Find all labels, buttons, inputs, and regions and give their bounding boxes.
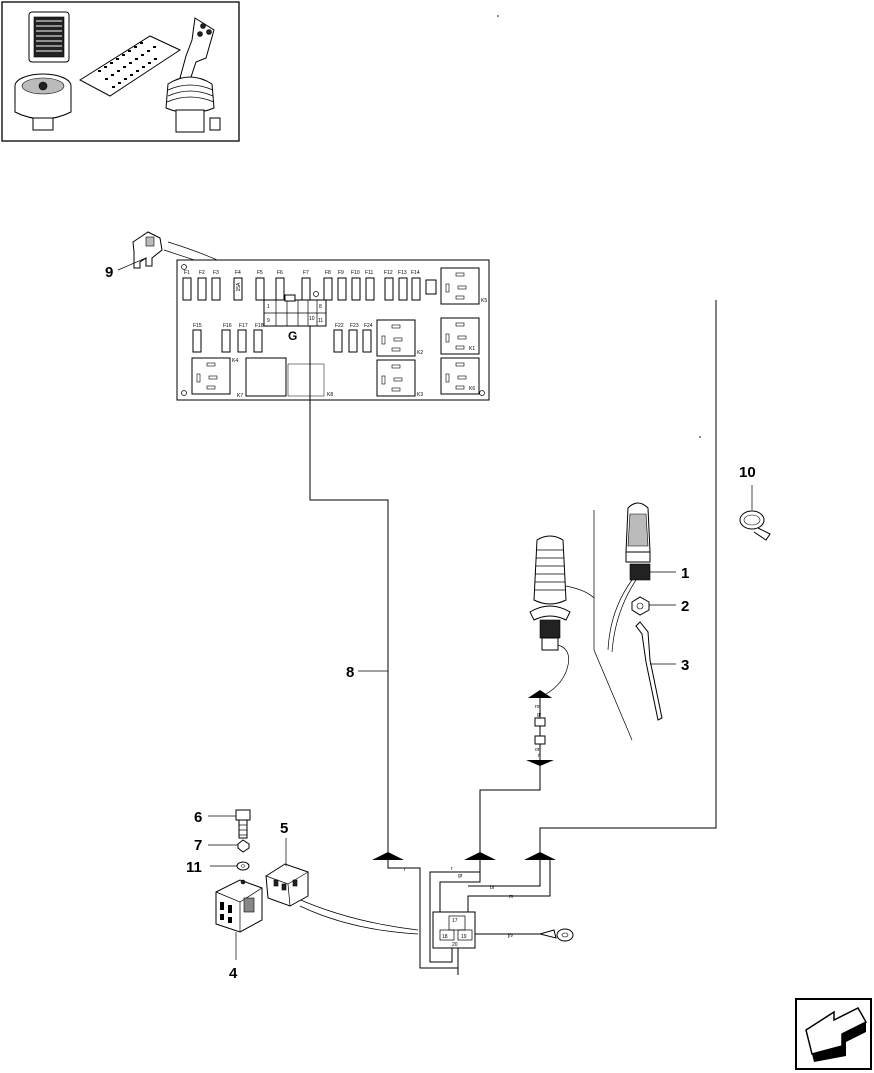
fuse-label-f24: F24 [364, 323, 373, 329]
relay-part [265, 838, 309, 907]
fuse-label-f17: F17 [239, 323, 248, 329]
relay-label-k1: K1 [469, 346, 475, 352]
middle-fuse-row [192, 329, 372, 353]
thumbnail-joystick-icon [165, 17, 221, 133]
fuse-label-f16: F16 [223, 323, 232, 329]
relay-label-k7: K7 [237, 393, 243, 399]
callout-1: 1 [681, 565, 689, 582]
connector-triangle [372, 852, 404, 860]
fuse-rating: 15A [236, 282, 242, 292]
fuse-label-f6: F6 [277, 270, 283, 276]
wire-label-gr1: gr [458, 873, 463, 879]
connector-triangle [464, 852, 496, 860]
callout-10: 10 [739, 464, 756, 481]
connector-triangle [524, 852, 556, 860]
wire-label-r2: r [451, 866, 453, 872]
connector-pin-10: 10 [309, 316, 315, 322]
lever-rod-part [635, 621, 676, 721]
connector-pin-11: 11 [318, 318, 323, 324]
fuse-label-f14: F14 [411, 270, 420, 276]
next-page-arrow-icon[interactable] [795, 998, 872, 1070]
relay-label-k4: K4 [232, 358, 238, 364]
wire-label-or: or [535, 747, 540, 753]
fuse-label-f9: F9 [338, 270, 344, 276]
washer-part [210, 861, 250, 871]
clamp-part [739, 485, 771, 541]
callout-4: 4 [229, 965, 238, 982]
thumbnail-board-icon [79, 35, 182, 97]
wire-label-m: m [509, 894, 513, 900]
joystick-handle-part [607, 502, 676, 653]
callout-5: 5 [280, 820, 288, 837]
callout-7: 7 [194, 837, 202, 854]
fuse-label-f5: F5 [257, 270, 263, 276]
relay-label-k2: K2 [417, 350, 423, 356]
thumbnail-module-icon [28, 11, 70, 63]
fuse-label-f12: F12 [384, 270, 393, 276]
fuse-label-f23: F23 [350, 323, 359, 329]
relay-socket-part [215, 879, 263, 960]
ring-terminal [538, 928, 574, 942]
callout-9: 9 [105, 264, 113, 281]
relay-k7 [245, 357, 287, 397]
wire-label-r3: r [538, 753, 540, 759]
relay-k8 [287, 363, 325, 397]
fuse-label-f8: F8 [325, 270, 331, 276]
connector-pin-9: 9 [267, 318, 270, 324]
wire-label-gr2: gr [537, 712, 542, 718]
nut-part [631, 596, 676, 616]
fuse-label-f10: F10 [351, 270, 360, 276]
junction-pin-19: 19 [461, 934, 467, 940]
nut-small-part [208, 839, 250, 853]
wire-label-r1: r [404, 867, 406, 873]
fuse-label-f7: F7 [303, 270, 309, 276]
relay-k3 [376, 359, 416, 397]
callout-11: 11 [186, 859, 202, 876]
relay-k2 [376, 319, 416, 357]
relay-k1 [440, 317, 480, 355]
callout-3: 3 [681, 657, 689, 674]
junction-pin-18: 18 [442, 934, 448, 940]
group-label-g: G [288, 329, 297, 343]
junction-pin-17: 17 [452, 918, 458, 924]
fuse-label-f11: F11 [365, 270, 373, 276]
central-connector [263, 294, 327, 327]
relay-label-k8: K8 [327, 392, 333, 398]
top-fuse-row [182, 277, 437, 301]
relay-k6 [440, 357, 480, 395]
wire-label-ro: ro [535, 704, 540, 710]
callout-2: 2 [681, 598, 689, 615]
wiring: r r gr bl m j/v 17 18 19 20 [295, 300, 717, 975]
connector-pin-1: 1 [267, 304, 270, 310]
fuse-label-f2: F2 [199, 270, 205, 276]
relay-label-k3: K3 [417, 392, 423, 398]
connector-pin-8: 8 [319, 304, 322, 310]
fuse-label-f1: F1 [184, 270, 190, 276]
joystick-assembly: ro gr or r [526, 535, 595, 766]
thumbnail-gauge-icon [14, 73, 72, 131]
relay-k4 [191, 357, 231, 395]
fuse-label-f4: F4 [235, 270, 241, 276]
fuse-relay-board: F1 F2 F3 F4 15A F5 F6 F7 F8 F9 F10 F11 F… [176, 259, 490, 401]
callout-8: 8 [346, 664, 354, 681]
fuse-label-f18: F18 [255, 323, 264, 329]
wire-label-bl: bl [490, 885, 494, 891]
fuse-label-f3: F3 [213, 270, 219, 276]
relay-label-k5: K5 [481, 298, 487, 304]
thumbnail-box [1, 1, 240, 142]
fuse-label-f15: F15 [193, 323, 202, 329]
bolt-part [208, 809, 251, 839]
relay-label-k6: K6 [469, 386, 475, 392]
callout-6: 6 [194, 809, 202, 826]
fuse-label-f13: F13 [398, 270, 407, 276]
relay-k5 [440, 267, 480, 305]
wire-label-jv: j/v [507, 933, 514, 939]
fuse-label-f22: F22 [335, 323, 344, 329]
junction-pin-20: 20 [452, 942, 458, 948]
